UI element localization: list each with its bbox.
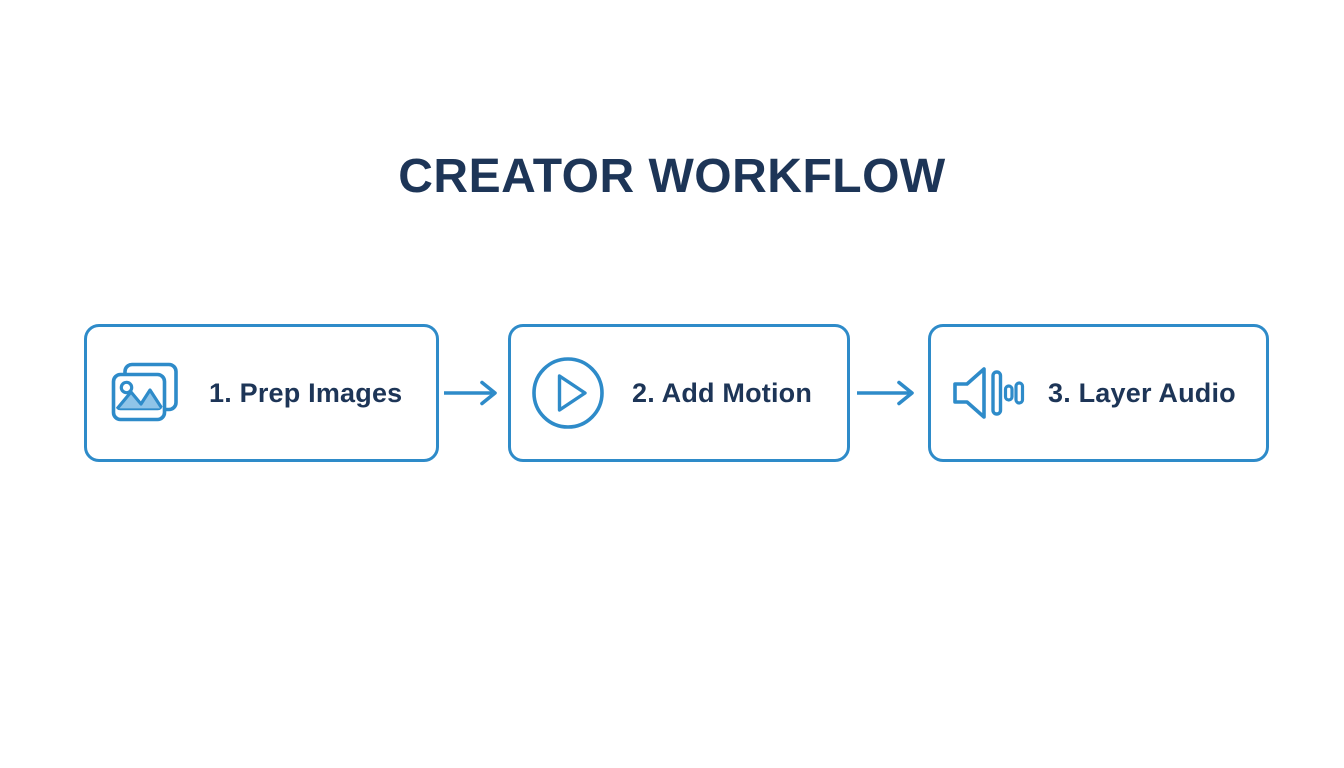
speaker-volume-icon <box>950 355 1026 431</box>
workflow-step-2-label: 2. Add Motion <box>632 377 813 408</box>
workflow-step-1[interactable]: 1. Prep Images <box>84 324 439 462</box>
page-title: CREATOR WORKFLOW <box>398 150 946 203</box>
workflow-connector-2 <box>850 378 928 408</box>
arrow-right-icon <box>857 379 921 407</box>
play-circle-icon <box>530 355 606 431</box>
workflow-step-3-label: 3. Layer Audio <box>1048 377 1236 408</box>
arrow-right-icon <box>443 379 504 407</box>
workflow-step-3[interactable]: 3. Layer Audio <box>928 324 1269 462</box>
workflow-connector-1 <box>439 378 508 408</box>
workflow-step-2[interactable]: 2. Add Motion <box>508 324 850 462</box>
workflow-step-1-label: 1. Prep Images <box>209 377 403 408</box>
images-stack-icon <box>107 355 183 431</box>
workflow-diagram: 1. Prep Images 2. Add Motion <box>84 323 1269 463</box>
